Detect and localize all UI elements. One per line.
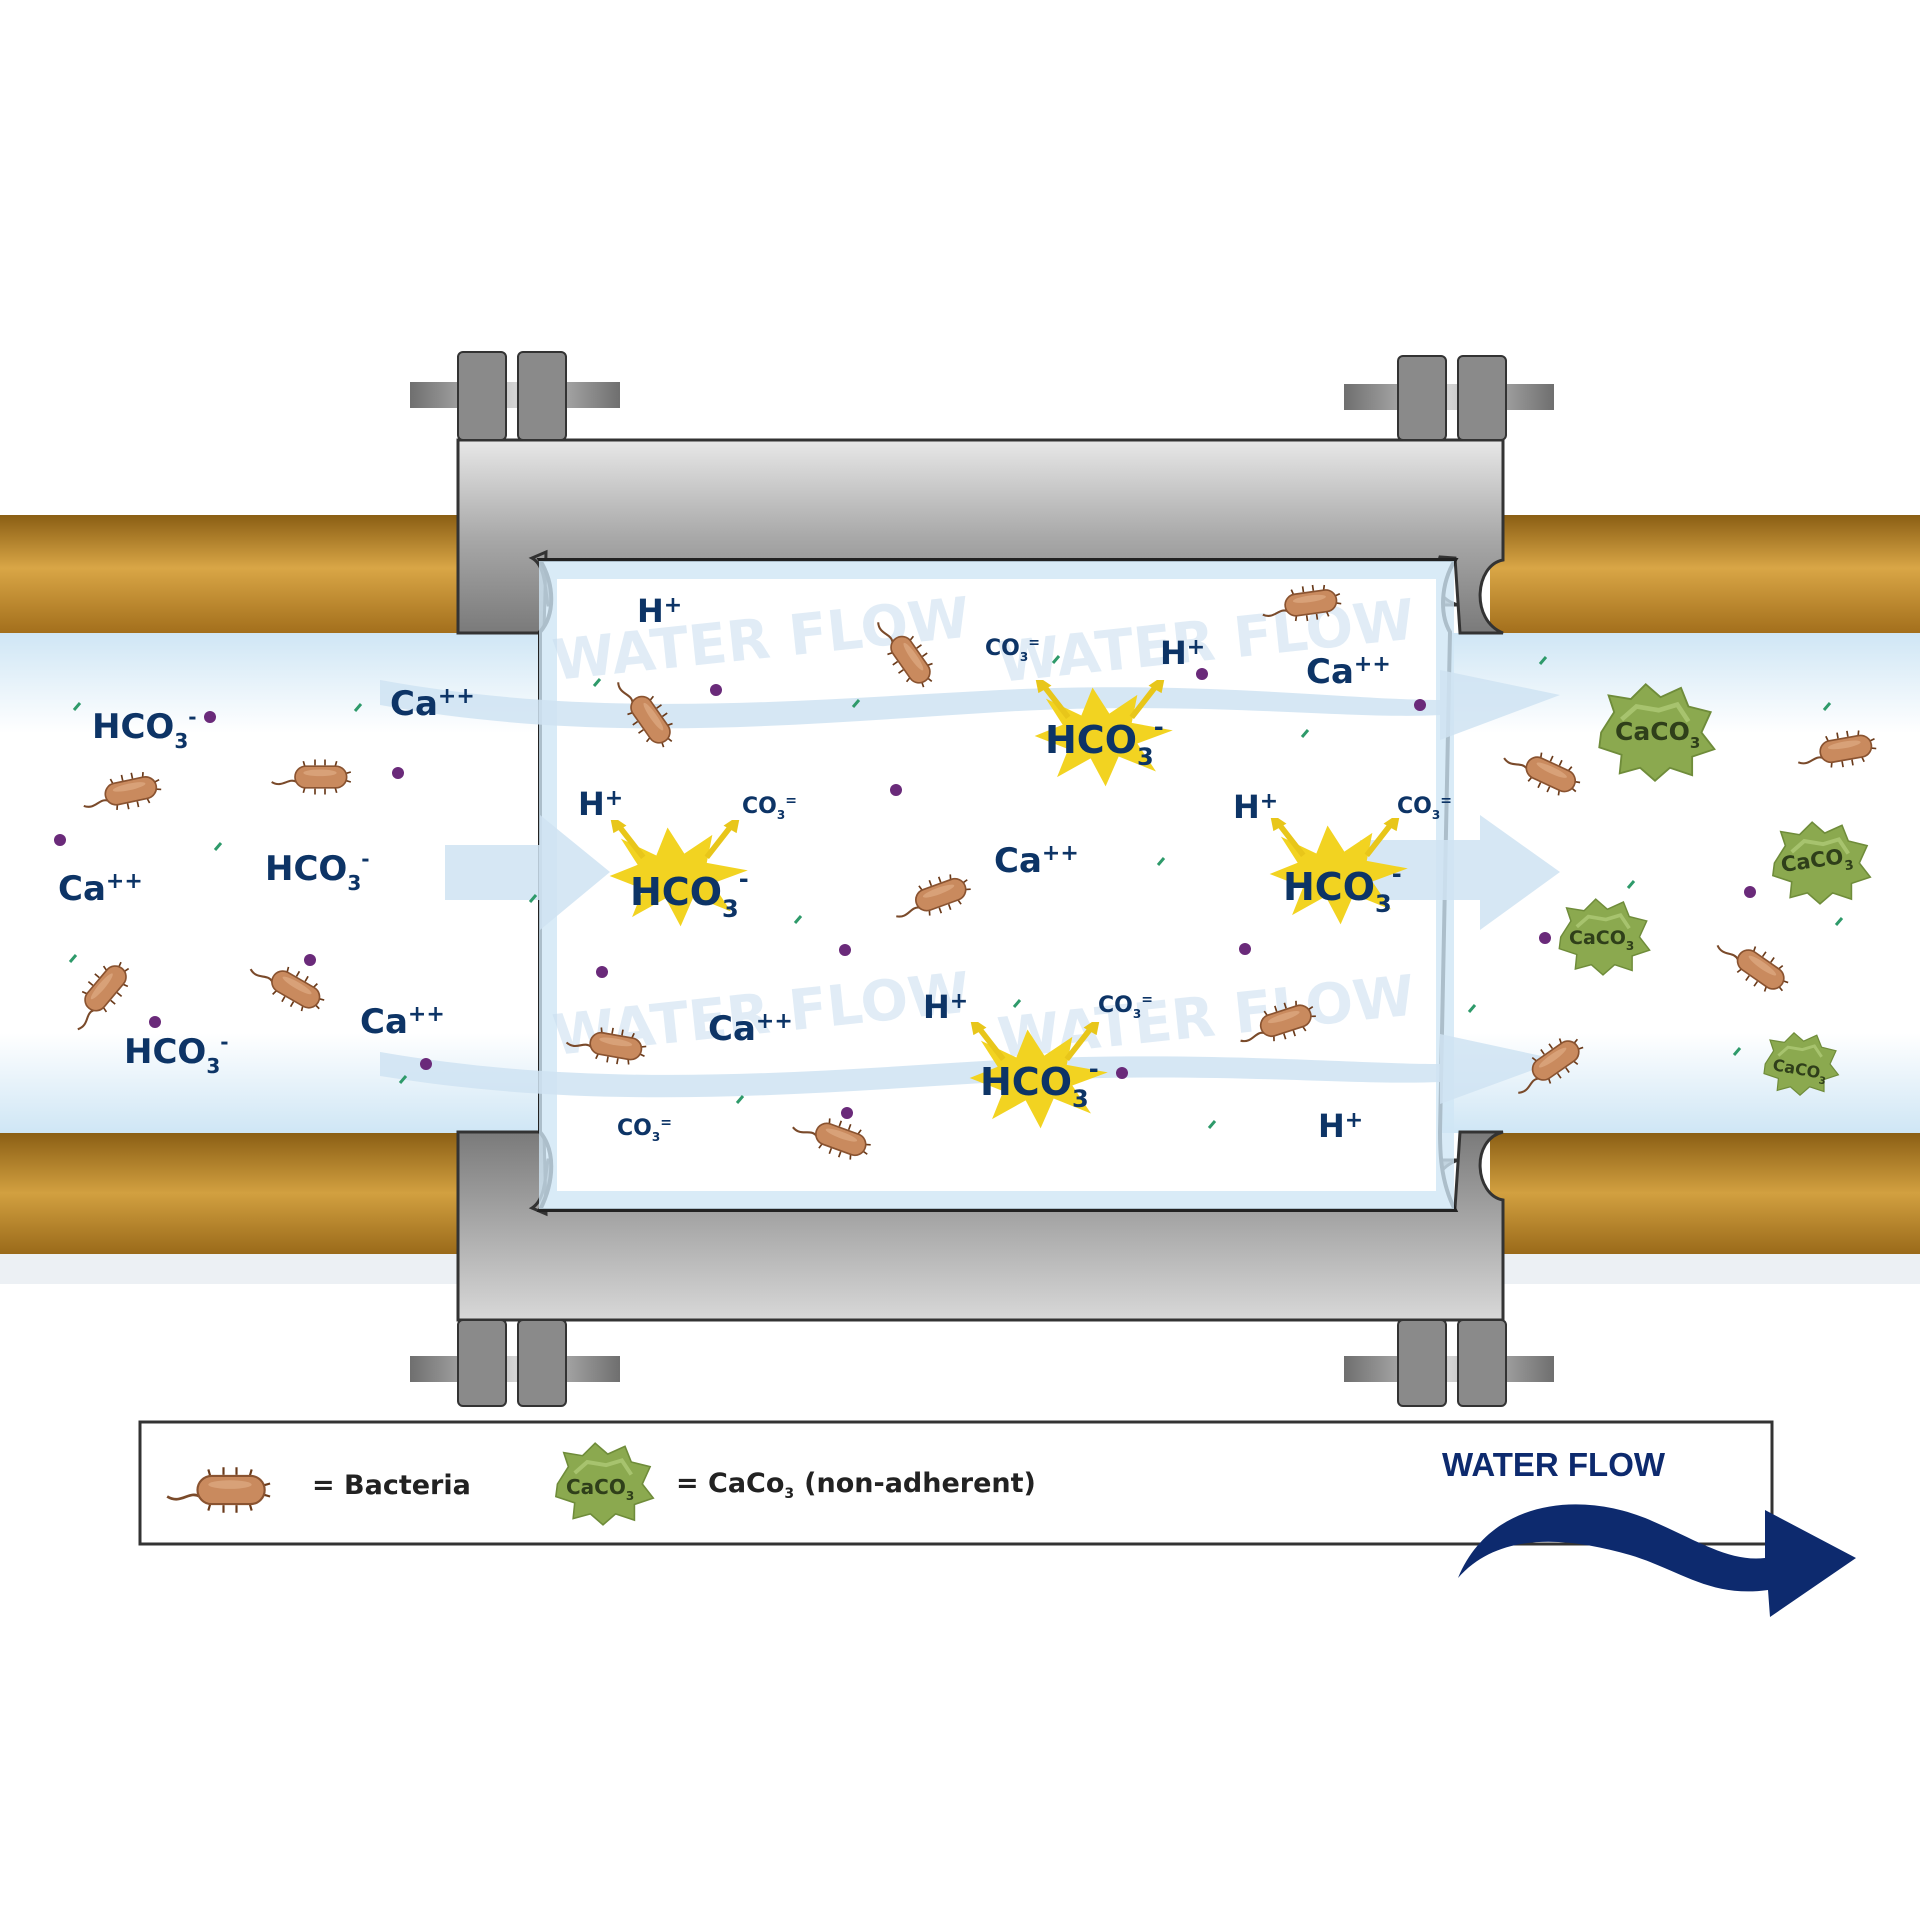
ca-label: Ca++ [58,869,143,909]
caco3-particle-icon: CaCO3 [1762,1031,1840,1097]
h-label: H+ [1233,788,1278,826]
legend-caco-label: = CaCo3(non-adherent) [676,1468,1036,1502]
svg-text:HCO3-: HCO3- [630,865,749,923]
co3-label: CO3= [617,1115,672,1144]
ion-labels: HCO3- HCO3- HCO3- Ca++ Ca++ Ca++ Ca++ Ca… [58,592,1452,1145]
bolt-bottom-left [410,1319,620,1407]
ca-label: Ca++ [360,1002,445,1042]
reaction-burst-icon: HCO3- [610,814,749,926]
left-pipe-top [0,515,470,645]
ca-label: Ca++ [708,1009,793,1049]
reaction-burst-icon: HCO3- [1270,812,1408,924]
svg-text:HCO3-: HCO3- [1045,713,1164,771]
co3-label: CO3= [985,635,1040,664]
hco3-label: HCO3- [265,847,370,895]
caco3-particle-icon: CaCO3 [553,1441,656,1527]
co3-label: CO3= [742,793,797,822]
caco3-particle-icon: CaCO3 [1599,684,1714,781]
reaction-burst-icon: HCO3- [1035,674,1173,786]
co3-label: CO3= [1098,992,1153,1021]
legend-box [138,1420,1774,1546]
bolt-top-left [410,351,620,441]
svg-text:CaCO3: CaCO3 [1569,927,1634,953]
caco3-particle-icon: CaCO3 [1557,897,1652,977]
purple-dots [54,668,1756,1119]
ca-label: Ca++ [1306,652,1391,692]
h-label: H+ [578,785,623,823]
h-label: H+ [923,988,968,1026]
caco3-particle-icon: CaCO3 [1773,822,1870,904]
bolt-bottom-right [1344,1319,1554,1407]
flow-arrows [380,670,1560,1104]
caco3-particles: CaCO3 CaCO3 CaCO3 CaCO3 [1557,684,1870,1097]
h-label: H+ [637,592,682,630]
water-flow-arrow-icon [1458,1504,1856,1617]
h-label: H+ [1160,634,1205,672]
green-flecks [68,655,1844,1129]
ca-label: Ca++ [390,684,475,724]
hco3-label: HCO3- [124,1030,229,1078]
reaction-burst-icon: HCO3- [970,1016,1108,1128]
svg-text:CaCO3: CaCO3 [1615,717,1700,752]
svg-text:HCO3-: HCO3- [1283,860,1402,918]
right-pipe-top [1490,515,1920,633]
water-flow-label: WATER FLOW [1442,1446,1666,1483]
hco3-label: HCO3- [92,705,197,753]
svg-text:HCO3-: HCO3- [980,1055,1099,1113]
legend: = Bacteria CaCO3 = CaCo3(non-adherent) W… [138,1420,1774,1546]
left-pipe-bottom [0,1132,470,1284]
reaction-bursts: HCO3- HCO3- HCO3- HCO3- [610,674,1408,1128]
svg-text:CaCO3: CaCO3 [566,1475,634,1503]
bolt-top-right [1344,355,1554,441]
h-label: H+ [1318,1107,1363,1145]
legend-bacteria-label: = Bacteria [312,1470,471,1501]
ca-label: Ca++ [994,841,1079,881]
right-pipe-bottom [1490,1132,1920,1284]
co3-label: CO3= [1397,793,1452,822]
